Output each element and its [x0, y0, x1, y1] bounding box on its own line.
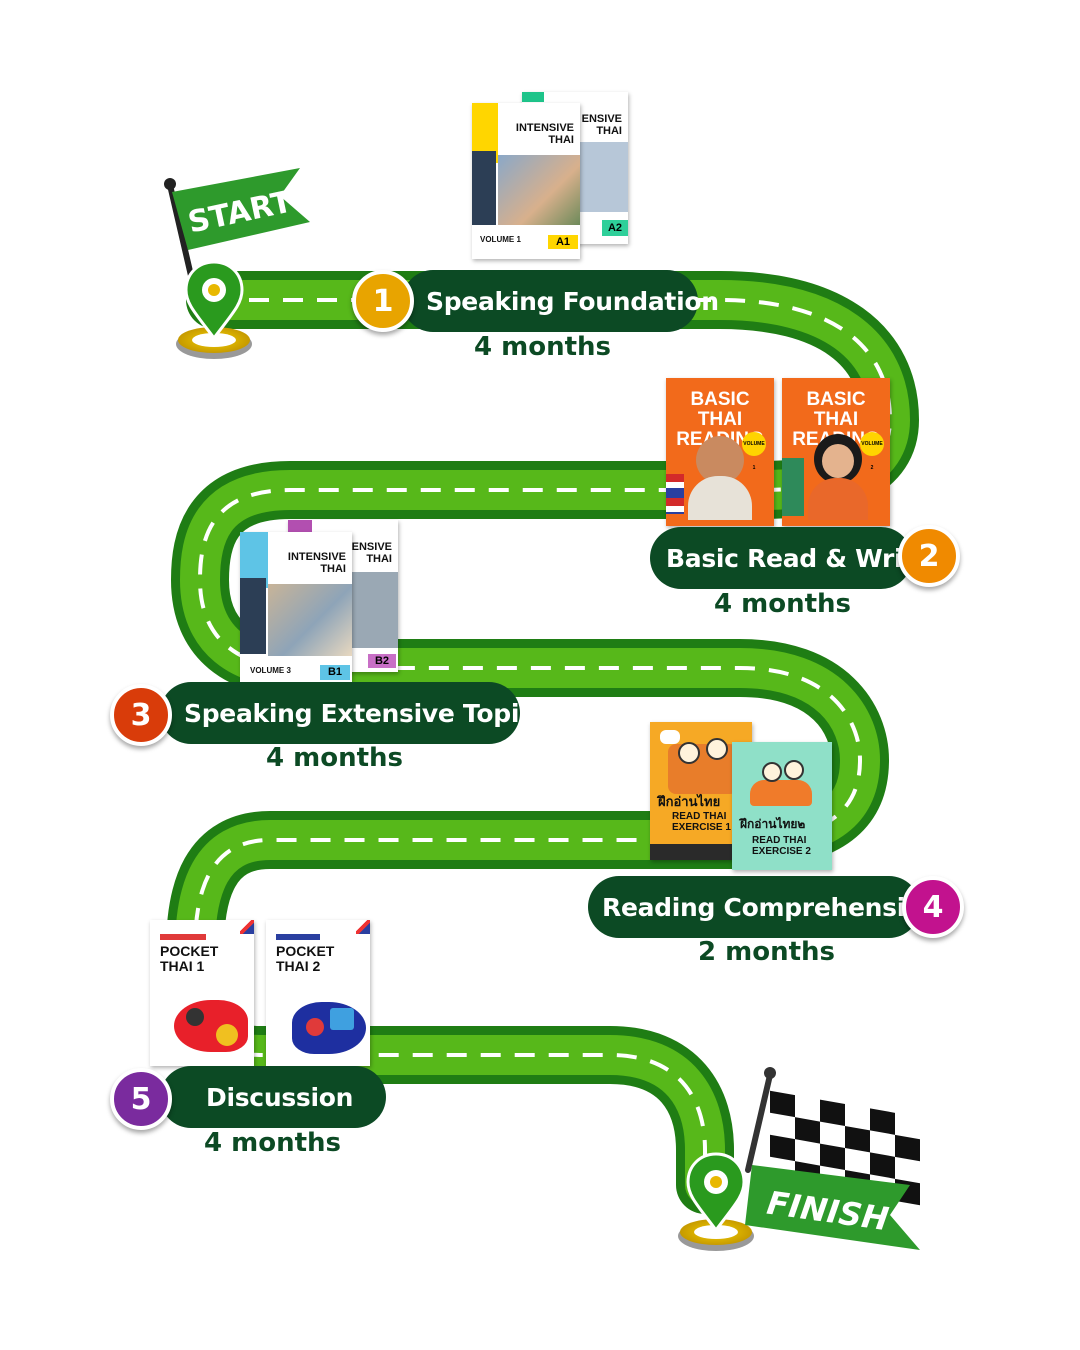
step-1-pill: Speaking Foundation [402, 270, 719, 332]
finish-pin-icon [678, 1152, 754, 1251]
book-thai-title: ฝึกอ่านไทย [658, 795, 721, 810]
step-3-duration: 4 months [266, 743, 404, 773]
finish-flags: FINISH [745, 1067, 920, 1338]
step-5-number: 5 [130, 1081, 152, 1117]
step-1-duration: 4 months [474, 332, 612, 362]
start-pin-icon [176, 260, 252, 359]
book-basic-thai-reading-1: BASIC THAIREADING VOLUME 1 [666, 378, 774, 526]
step-5-pill: Discussion [160, 1066, 386, 1128]
level-tag: A2 [602, 220, 628, 236]
step-4-pill: Reading Comprehension [588, 876, 940, 938]
step-1-badge: 1 [352, 270, 414, 332]
step-1-number: 1 [372, 283, 394, 319]
checkered-flag-icon [770, 1090, 920, 1338]
step-5-badge: 5 [110, 1068, 172, 1130]
volume-badge: VOLUME 1 [742, 432, 766, 471]
step-2-duration: 4 months [714, 589, 852, 619]
step-4-title: Reading Comprehension [602, 892, 940, 922]
volume-label: VOLUME 3 [250, 666, 291, 675]
step-4-badge: 4 [902, 876, 964, 938]
step-5-duration: 4 months [204, 1128, 342, 1158]
start-flag: START [164, 168, 310, 283]
step-3-title: Speaking Extensive Topics [184, 698, 549, 728]
step-5-title: Discussion [206, 1082, 354, 1112]
step-3-pill: Speaking Extensive Topics [160, 682, 549, 744]
book-basic-thai-reading-2: BASIC THAIREADING VOLUME 2 [782, 378, 890, 526]
step-2-badge: 2 [898, 525, 960, 587]
book-thai-title: ฝึกอ่านไทย๒ [740, 817, 806, 831]
step-2-title: Basic Read & Write [666, 543, 931, 573]
level-tag: B1 [320, 665, 350, 680]
step-3-badge: 3 [110, 684, 172, 746]
level-tag: B2 [368, 654, 396, 668]
step-1-title: Speaking Foundation [426, 286, 719, 316]
step-4-number: 4 [922, 889, 944, 925]
level-tag: A1 [548, 235, 578, 249]
volume-label: VOLUME 1 [480, 235, 521, 244]
step-4-duration: 2 months [698, 937, 836, 967]
step-2-pill: Basic Read & Write [650, 527, 931, 589]
volume-badge: VOLUME 2 [860, 432, 884, 471]
step-3-number: 3 [130, 697, 152, 733]
step-2-number: 2 [918, 538, 940, 574]
